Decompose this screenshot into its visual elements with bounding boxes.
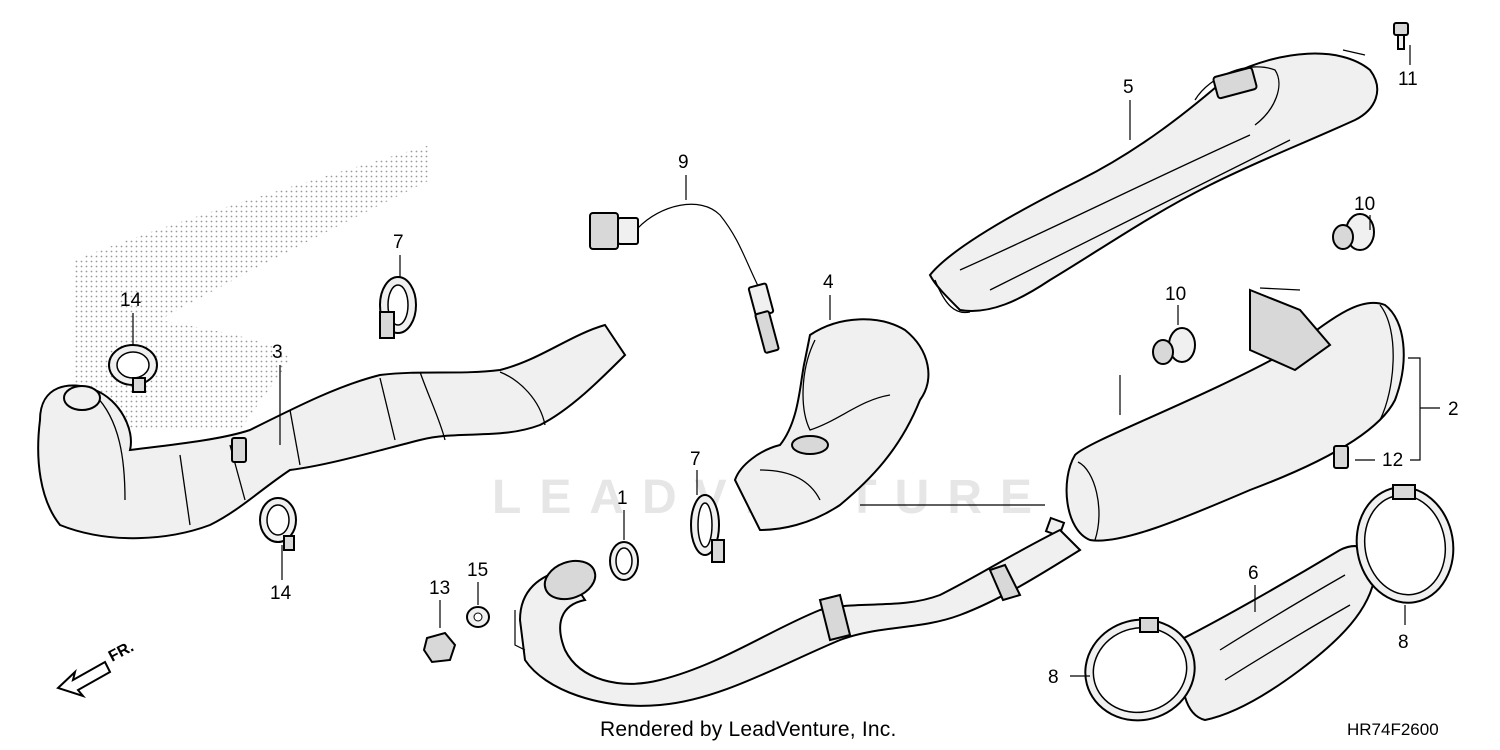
callout-9: 9: [678, 152, 689, 173]
part-14-clamp-upper[interactable]: [108, 344, 158, 393]
front-direction-label: FR.: [106, 638, 137, 665]
callout-1: 1: [617, 488, 628, 509]
callout-12: 12: [1382, 450, 1403, 471]
frame-stipple-area: [75, 145, 430, 430]
callout-2: 2: [1448, 399, 1459, 420]
part-1-gasket[interactable]: [609, 541, 639, 581]
part-15-washer[interactable]: [466, 606, 490, 628]
callout-8-right: 8: [1398, 632, 1409, 653]
part-10-grommet-left[interactable]: [1152, 327, 1196, 365]
part-10-grommet-right[interactable]: [1332, 213, 1375, 251]
part-12-drain-bolt[interactable]: [1333, 445, 1349, 469]
callout-11: 11: [1398, 69, 1418, 90]
callout-15: 15: [467, 560, 488, 581]
part-5-heat-shield[interactable]: [928, 52, 1379, 314]
part-4-heat-protector[interactable]: [733, 318, 930, 532]
callout-3: 3: [272, 342, 283, 363]
callout-13: 13: [429, 578, 450, 599]
part-13-nut[interactable]: [422, 631, 457, 664]
muffler-pipe: [518, 528, 1082, 707]
part-2-muffler[interactable]: [1044, 287, 1405, 542]
callout-10-left: 10: [1165, 284, 1186, 305]
callout-4: 4: [823, 272, 834, 293]
callout-7-lower: 7: [690, 449, 701, 470]
part-14-clamp-lower[interactable]: [259, 497, 297, 551]
callout-6: 6: [1248, 563, 1259, 584]
callout-7-upper: 7: [393, 232, 404, 253]
part-7-clamp-lower[interactable]: [690, 494, 725, 563]
part-7-clamp-upper[interactable]: [379, 276, 417, 339]
callout-5: 5: [1123, 77, 1134, 98]
part-6-protector[interactable]: [1178, 545, 1377, 722]
part-8-clamp-left[interactable]: [1074, 607, 1206, 732]
diagram-code: HR74F2600: [1347, 720, 1439, 739]
callout-10-right: 10: [1354, 194, 1375, 215]
part-9-oxygen-sensor[interactable]: [589, 203, 780, 354]
callout-8-left: 8: [1048, 667, 1059, 688]
front-direction-arrow: FR.: [56, 638, 137, 698]
part-8-clamp-right[interactable]: [1348, 480, 1463, 611]
part-3-exhaust-pipe[interactable]: [37, 323, 627, 540]
credit-text: Rendered by LeadVenture, Inc.: [600, 718, 897, 741]
leader-lines: [132, 45, 1440, 677]
callout-14-lower: 14: [270, 583, 292, 604]
callout-14-upper: 14: [120, 290, 142, 311]
part-11-bolt[interactable]: [1393, 22, 1409, 50]
